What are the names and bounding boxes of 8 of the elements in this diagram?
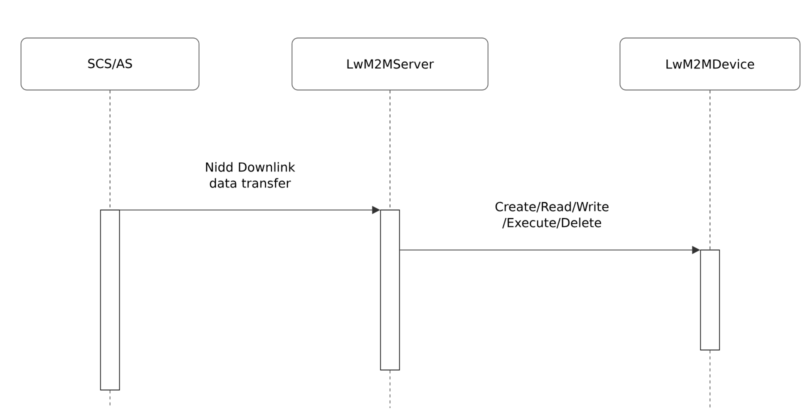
- activation-bar: [100, 210, 120, 390]
- activation-bar: [380, 210, 400, 370]
- activation-bar: [700, 250, 720, 350]
- participant-box: LwM2MServer: [292, 38, 488, 90]
- edge-label: Create/Read/Write /Execute/Delete: [496, 202, 609, 228]
- edge-label: Nidd Downlink data transfer: [206, 162, 296, 188]
- participant-box: LwM2MDevice: [620, 38, 800, 90]
- participant-box: SCS/AS: [20, 38, 200, 90]
